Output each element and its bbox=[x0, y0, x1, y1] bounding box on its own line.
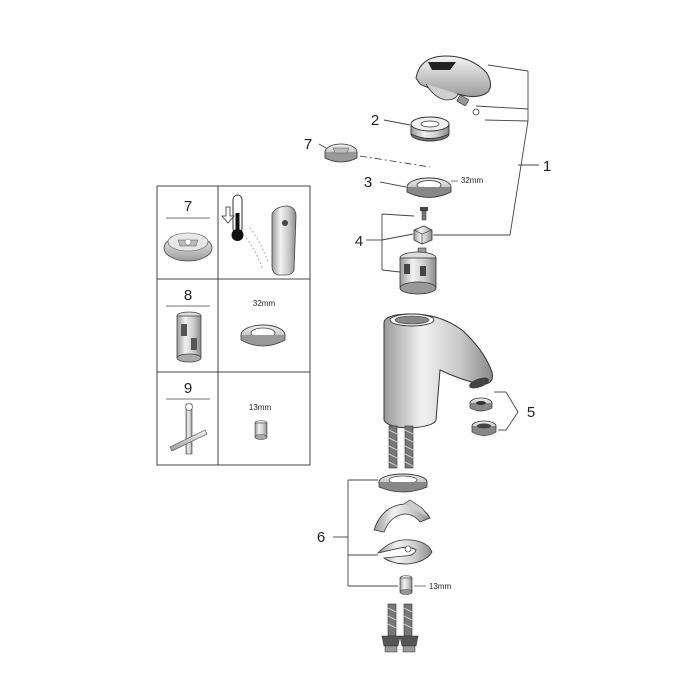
part-1-lever-handle: 1 bbox=[415, 55, 551, 236]
cartridge-icon bbox=[399, 247, 437, 295]
part-2-cover-cap: 2 bbox=[371, 112, 450, 142]
socket-wrench-icon bbox=[169, 403, 208, 455]
part-number: 1 bbox=[543, 158, 551, 175]
cartridge-insert-icon bbox=[176, 311, 202, 363]
ring-nut-icon bbox=[240, 324, 286, 347]
adapter-block-icon bbox=[413, 225, 433, 245]
screw-icon bbox=[420, 207, 428, 221]
size-label: 13mm bbox=[249, 403, 272, 412]
size-label: 32mm bbox=[461, 176, 484, 185]
gasket-icon bbox=[373, 499, 431, 533]
mixer-handle-icon bbox=[245, 205, 297, 276]
part-5-aerator: 5 bbox=[469, 391, 535, 436]
accessory-number: 9 bbox=[184, 380, 192, 397]
accessory-row-9: 9 13mm bbox=[166, 380, 272, 455]
accessory-row-8: 8 32mm bbox=[166, 287, 286, 363]
part-number: 2 bbox=[371, 112, 379, 129]
flex-hoses-lower bbox=[381, 603, 419, 653]
part-3-ring-nut: 3 32mm bbox=[364, 174, 484, 198]
part-7-temperature-limiter: 7 bbox=[304, 136, 431, 168]
accessory-number: 7 bbox=[184, 198, 192, 215]
size-label: 13mm bbox=[429, 582, 452, 591]
part-number: 5 bbox=[527, 404, 535, 421]
part-4-cartridge: 4 bbox=[355, 207, 510, 295]
accessory-row-7: 7 bbox=[163, 194, 297, 276]
fixing-nut-icon bbox=[399, 575, 413, 595]
faucet-body bbox=[383, 313, 493, 429]
part-number: 7 bbox=[304, 136, 312, 153]
washer-icon bbox=[378, 473, 428, 493]
part-number: 6 bbox=[317, 529, 325, 546]
part-number: 3 bbox=[364, 174, 372, 191]
size-label: 32mm bbox=[253, 299, 276, 308]
part-number: 4 bbox=[355, 233, 363, 250]
fixing-plate-icon bbox=[376, 539, 433, 565]
temperature-limiter-icon bbox=[163, 232, 213, 262]
part-6-mounting-set: 6 13mm bbox=[317, 473, 452, 595]
flex-hoses-upper bbox=[388, 425, 414, 469]
thermometer-icon bbox=[221, 194, 244, 241]
accessory-number: 8 bbox=[184, 287, 192, 304]
grub-screw-icon bbox=[456, 94, 480, 116]
hex-nut-icon bbox=[254, 420, 268, 440]
accessory-table: 7 8 bbox=[156, 185, 311, 466]
